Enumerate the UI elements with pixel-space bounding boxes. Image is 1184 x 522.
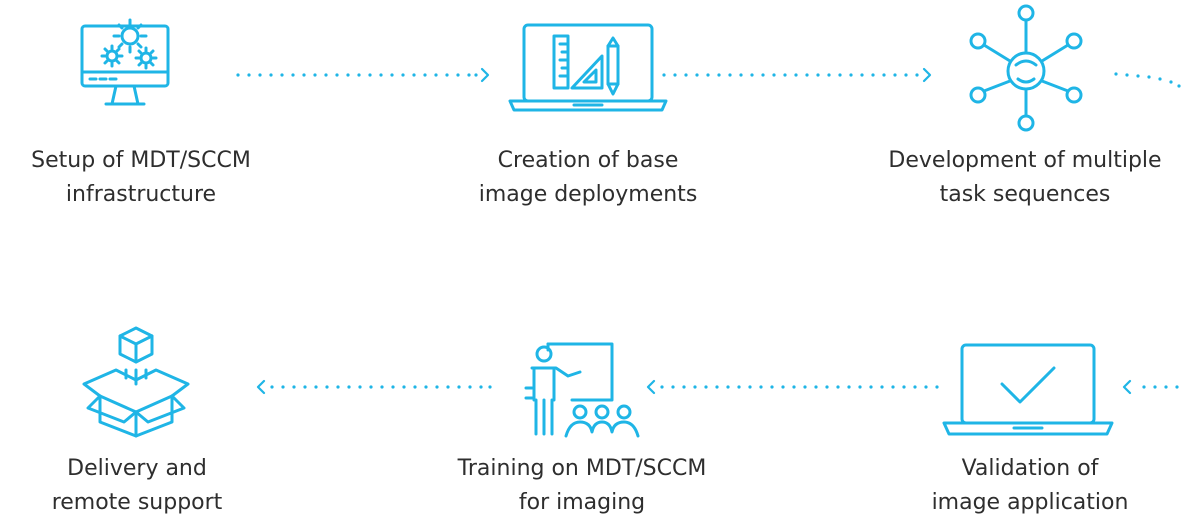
step-label-line1: Validation of (961, 456, 1099, 481)
arrow-right-2 (662, 67, 936, 83)
step-label-line1: Training on MDT/SCCM (457, 456, 707, 481)
step-label-line2: image deployments (478, 182, 698, 207)
laptop-checkmark-icon (942, 342, 1114, 438)
network-person-icon (966, 3, 1086, 133)
arrow-right-1 (236, 67, 492, 83)
monitor-gears-icon (80, 8, 172, 108)
step-label-delivery: Delivery and remote support (0, 452, 274, 520)
step-label-line2: remote support (51, 490, 223, 515)
arrow-left-2 (250, 379, 494, 395)
box-delivery-icon (80, 322, 192, 438)
step-label-line2: infrastructure (65, 182, 217, 207)
step-label-creation: Creation of base image deployments (448, 144, 728, 212)
laptop-drafting-tools-icon (508, 22, 668, 114)
presentation-audience-icon (520, 340, 650, 440)
step-label-validation: Validation of image application (890, 452, 1170, 520)
dots-continue-right (1112, 70, 1182, 90)
step-label-line2: task sequences (939, 182, 1111, 207)
arrow-left-1 (640, 379, 946, 395)
step-label-development: Development of multiple task sequences (870, 144, 1180, 212)
step-label-line1: Setup of MDT/SCCM (31, 148, 251, 173)
step-label-line1: Development of multiple (888, 148, 1162, 173)
step-label-line2: image application (931, 490, 1129, 515)
step-label-setup: Setup of MDT/SCCM infrastructure (0, 144, 282, 212)
step-label-line1: Delivery and (67, 456, 207, 481)
dots-continue-left (1116, 379, 1182, 395)
step-label-line2: for imaging (518, 490, 646, 515)
step-label-training: Training on MDT/SCCM for imaging (432, 452, 732, 520)
step-label-line1: Creation of base (497, 148, 679, 173)
